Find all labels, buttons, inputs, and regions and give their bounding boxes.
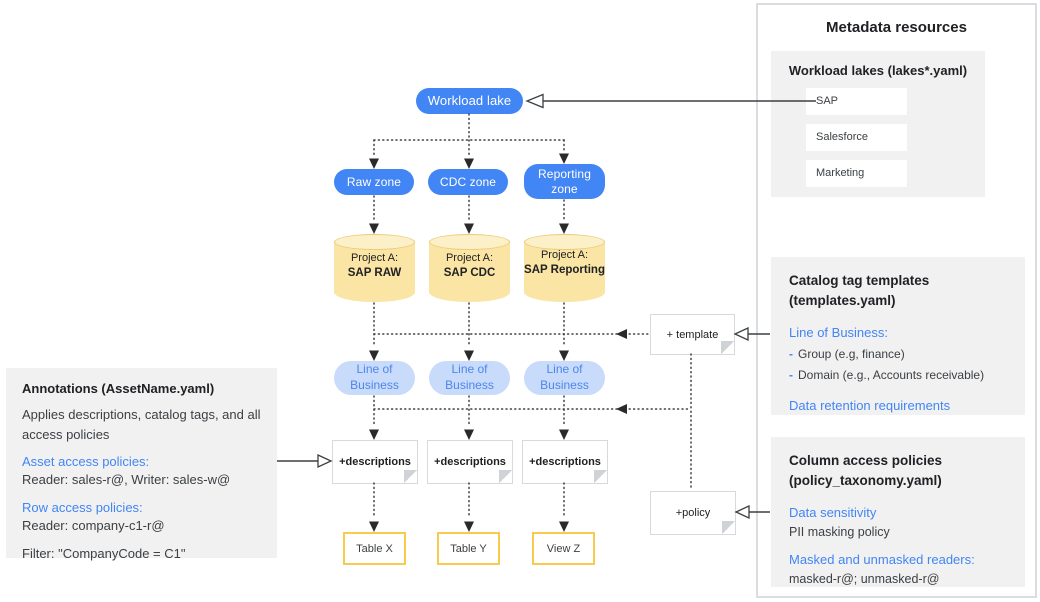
note-label: +descriptions — [529, 456, 601, 468]
column-policies-heading-line1: Column access policies — [789, 453, 943, 468]
lob-bullet-group: -Group (e.g, finance) — [789, 347, 1007, 361]
line-of-business-tag-3: Line of Business — [524, 361, 605, 395]
tag-label: Line of Business — [445, 362, 494, 392]
workload-lake-node: Workload lake — [416, 88, 523, 114]
raw-zone-label: Raw zone — [346, 174, 402, 189]
note-label: +descriptions — [339, 456, 411, 468]
workload-lake-label: Workload lake — [427, 93, 512, 109]
policy-note: +policy — [650, 491, 736, 535]
workload-lakes-heading: Workload lakes (lakes*.yaml) — [788, 63, 968, 78]
data-sensitivity-heading: Data sensitivity — [789, 504, 877, 520]
bullet-dash: - — [789, 346, 793, 361]
output-label: View Z — [546, 542, 581, 555]
bullet-text: Domain (e.g., Accounts receivable) — [798, 367, 985, 382]
masked-readers-heading: Masked and unmasked readers: — [789, 551, 975, 567]
cylinder-label: Project A: SAP CDC — [429, 252, 510, 281]
arrowheads-left — [616, 329, 627, 414]
catalog-templates-heading-line2: (templates.yaml) — [789, 293, 896, 309]
raw-zone-node: Raw zone — [334, 169, 414, 195]
bullet-dash: - — [789, 367, 793, 382]
line-of-business-tag-2: Line of Business — [429, 361, 510, 395]
asset-access-policies-heading: Asset access policies: — [22, 454, 150, 469]
lake-item-salesforce: Salesforce — [806, 124, 907, 151]
filter-value: Filter: "CompanyCode = C1" — [22, 545, 186, 561]
project-prefix: Project A: — [540, 249, 589, 261]
note-label: +policy — [675, 507, 711, 519]
note-label: +descriptions — [434, 456, 506, 468]
tag-label: Line of Business — [350, 362, 399, 392]
descriptions-note-1: +descriptions — [332, 440, 418, 484]
masked-readers-value: masked-r@; unmasked-r@ — [789, 571, 940, 586]
annotations-title: Annotations (AssetName.yaml) — [22, 381, 215, 396]
row-access-policies-heading: Row access policies: — [22, 499, 143, 515]
annotations-box: Annotations (AssetName.yaml) Applies des… — [6, 368, 277, 561]
descriptions-note-2: +descriptions — [427, 440, 513, 484]
template-note: + template — [650, 314, 735, 355]
cylinder-label: Project A: SAP Reporting — [524, 249, 605, 278]
data-retention-heading: Data retention requirements — [789, 397, 951, 413]
project-name: SAP RAW — [347, 266, 402, 279]
annotations-description: Applies descriptions, catalog tags, and … — [22, 407, 261, 442]
catalog-templates-heading-line1: Catalog tag templates — [789, 273, 930, 288]
descriptions-note-3: +descriptions — [522, 440, 608, 484]
catalog-tag-templates-section: Catalog tag templates (templates.yaml) L… — [771, 257, 1025, 415]
table-y-node: Table Y — [437, 532, 500, 565]
cdc-zone-node: CDC zone — [428, 169, 508, 195]
lake-item-sap: SAP — [806, 88, 907, 115]
database-cylinder-sap-reporting: Project A: SAP Reporting — [524, 234, 605, 302]
lake-item-marketing: Marketing — [806, 160, 907, 187]
output-label: Table X — [356, 542, 393, 555]
project-name: SAP CDC — [443, 266, 496, 279]
view-z-node: View Z — [532, 532, 595, 565]
project-name: SAP Reporting — [524, 263, 605, 276]
column-access-policies-section: Column access policies (policy_taxonomy.… — [771, 437, 1025, 587]
lob-heading: Line of Business: — [789, 324, 889, 340]
database-cylinder-sap-raw: Project A: SAP RAW — [334, 234, 415, 302]
database-cylinder-sap-cdc: Project A: SAP CDC — [429, 234, 510, 302]
output-label: Table Y — [450, 542, 487, 555]
column-policies-heading-line2: (policy_taxonomy.yaml) — [789, 473, 942, 489]
project-prefix: Project A: — [350, 252, 399, 264]
metadata-resources-panel: Metadata resources Workload lakes (lakes… — [756, 3, 1037, 598]
lob-bullet-domain: -Domain (e.g., Accounts receivable) — [789, 368, 1007, 382]
cdc-zone-label: CDC zone — [439, 174, 497, 189]
workload-lakes-section: Workload lakes (lakes*.yaml) SAP Salesfo… — [771, 51, 985, 197]
data-sensitivity-value: PII masking policy — [789, 524, 890, 539]
panel-title: Metadata resources — [826, 19, 967, 36]
asset-access-policies-value: Reader: sales-r@, Writer: sales-w@ — [22, 472, 231, 487]
cylinder-label: Project A: SAP RAW — [334, 252, 415, 281]
project-prefix: Project A: — [445, 252, 494, 264]
row-access-policies-value: Reader: company-c1-r@ — [22, 517, 165, 533]
tag-label: Line of Business — [540, 362, 589, 392]
note-label: + template — [666, 328, 719, 341]
reporting-zone-node: Reporting zone — [524, 164, 605, 199]
bullet-text: Group (e.g, finance) — [798, 346, 905, 361]
line-of-business-tag-1: Line of Business — [334, 361, 415, 395]
reporting-zone-label: Reporting zone — [538, 167, 591, 196]
table-x-node: Table X — [343, 532, 406, 565]
